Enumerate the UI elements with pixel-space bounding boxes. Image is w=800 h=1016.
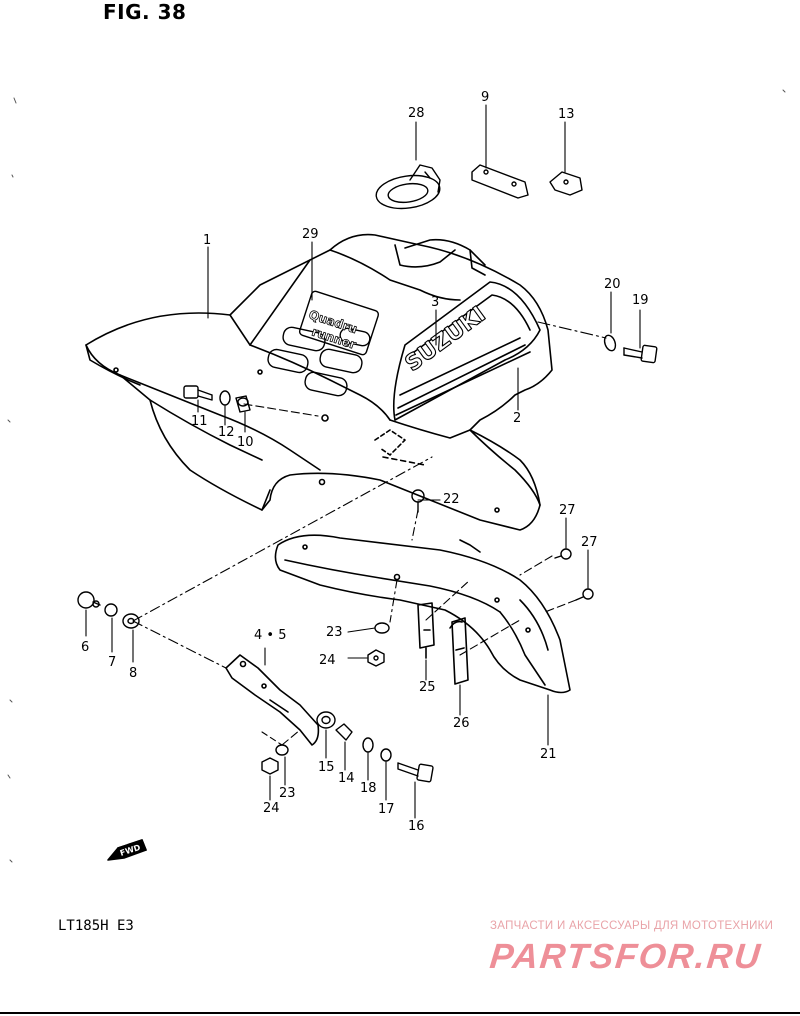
callout-25: 25 [419, 680, 436, 695]
callout-27-b: 27 [581, 535, 598, 550]
part-24-nut [367, 649, 385, 667]
callout-6: 6 [81, 640, 89, 655]
callout-10: 10 [237, 435, 254, 450]
hardware-parts [77, 164, 658, 783]
part-9-clamp [471, 164, 529, 199]
part-12-washer [219, 390, 231, 406]
part-23-washer-left [275, 744, 289, 756]
part-14-spacer [335, 723, 353, 741]
callout-16: 16 [408, 819, 425, 834]
callout-26: 26 [453, 716, 470, 731]
callout-4-5: 4 • 5 [254, 628, 286, 643]
part-27-screw-b [575, 588, 594, 601]
callout-23-left: 23 [279, 786, 296, 801]
part-28-bracket [375, 164, 441, 210]
callout-24-right: 24 [319, 653, 336, 668]
callout-17: 17 [378, 802, 395, 817]
quadrunner-emblem-part-29: Quadru runner [298, 290, 380, 356]
callout-18: 18 [360, 781, 377, 796]
callout-22: 22 [443, 492, 460, 507]
fender-stay-bracket-part-4-5 [225, 654, 320, 746]
suzuki-emblem-text: SUZUKI [401, 302, 491, 377]
front-fender-part-1 [85, 233, 553, 531]
callout-27-a: 27 [559, 503, 576, 518]
part-18-washer [362, 737, 374, 753]
callout-11: 11 [191, 414, 208, 429]
part-11-bolt [183, 385, 213, 401]
callout-19: 19 [632, 293, 649, 308]
figure-title: FIG. 38 [103, 0, 187, 24]
callout-15: 15 [318, 760, 335, 775]
part-27-screw-a [554, 548, 572, 560]
part-20-washer [603, 334, 617, 352]
callout-3: 3 [431, 295, 439, 310]
watermark-tagline: ЗАПЧАСТИ И АКСЕССУАРЫ ДЛЯ МОТОТЕХНИКИ [490, 920, 774, 932]
bracket-part-26 [449, 617, 469, 685]
callout-21: 21 [540, 747, 557, 762]
part-23-collar [374, 622, 390, 634]
part-10-grommet [235, 395, 251, 413]
part-16-bolt [397, 762, 434, 783]
callout-29: 29 [302, 227, 319, 242]
callout-8: 8 [129, 666, 137, 681]
part-number-labels: 1 2 3 4 • 5 6 7 8 9 10 11 12 13 14 15 16… [81, 90, 649, 834]
callout-28: 28 [408, 106, 425, 121]
callout-2: 2 [513, 411, 521, 426]
callout-9: 9 [481, 90, 489, 105]
part-19-bolt [623, 344, 658, 364]
part-6-bolt [77, 591, 101, 609]
mud-flap-part-21 [274, 534, 571, 694]
part-13-clip-nut [549, 171, 583, 196]
callout-12: 12 [218, 425, 235, 440]
part-24-nut-left [261, 757, 279, 775]
callout-13: 13 [558, 107, 575, 122]
callout-24-left: 24 [263, 801, 280, 816]
bracket-part-25 [417, 602, 435, 659]
callout-1: 1 [203, 233, 211, 248]
leader-lines [85, 104, 641, 819]
model-code: LT185H E3 [58, 918, 134, 934]
watermark-logo: PARTSFOR.RU [488, 937, 764, 976]
bottom-border [0, 1012, 800, 1014]
callout-7: 7 [108, 655, 116, 670]
callout-23-right: 23 [326, 625, 343, 640]
forward-arrow-icon: FWD [107, 839, 147, 861]
part-7-washer [104, 603, 118, 617]
part-15-grommet [316, 711, 336, 729]
part-17-washer [380, 748, 392, 762]
part-8-washer [122, 613, 140, 629]
callout-14: 14 [338, 771, 355, 786]
scan-marks [7, 89, 786, 863]
callout-20: 20 [604, 277, 621, 292]
